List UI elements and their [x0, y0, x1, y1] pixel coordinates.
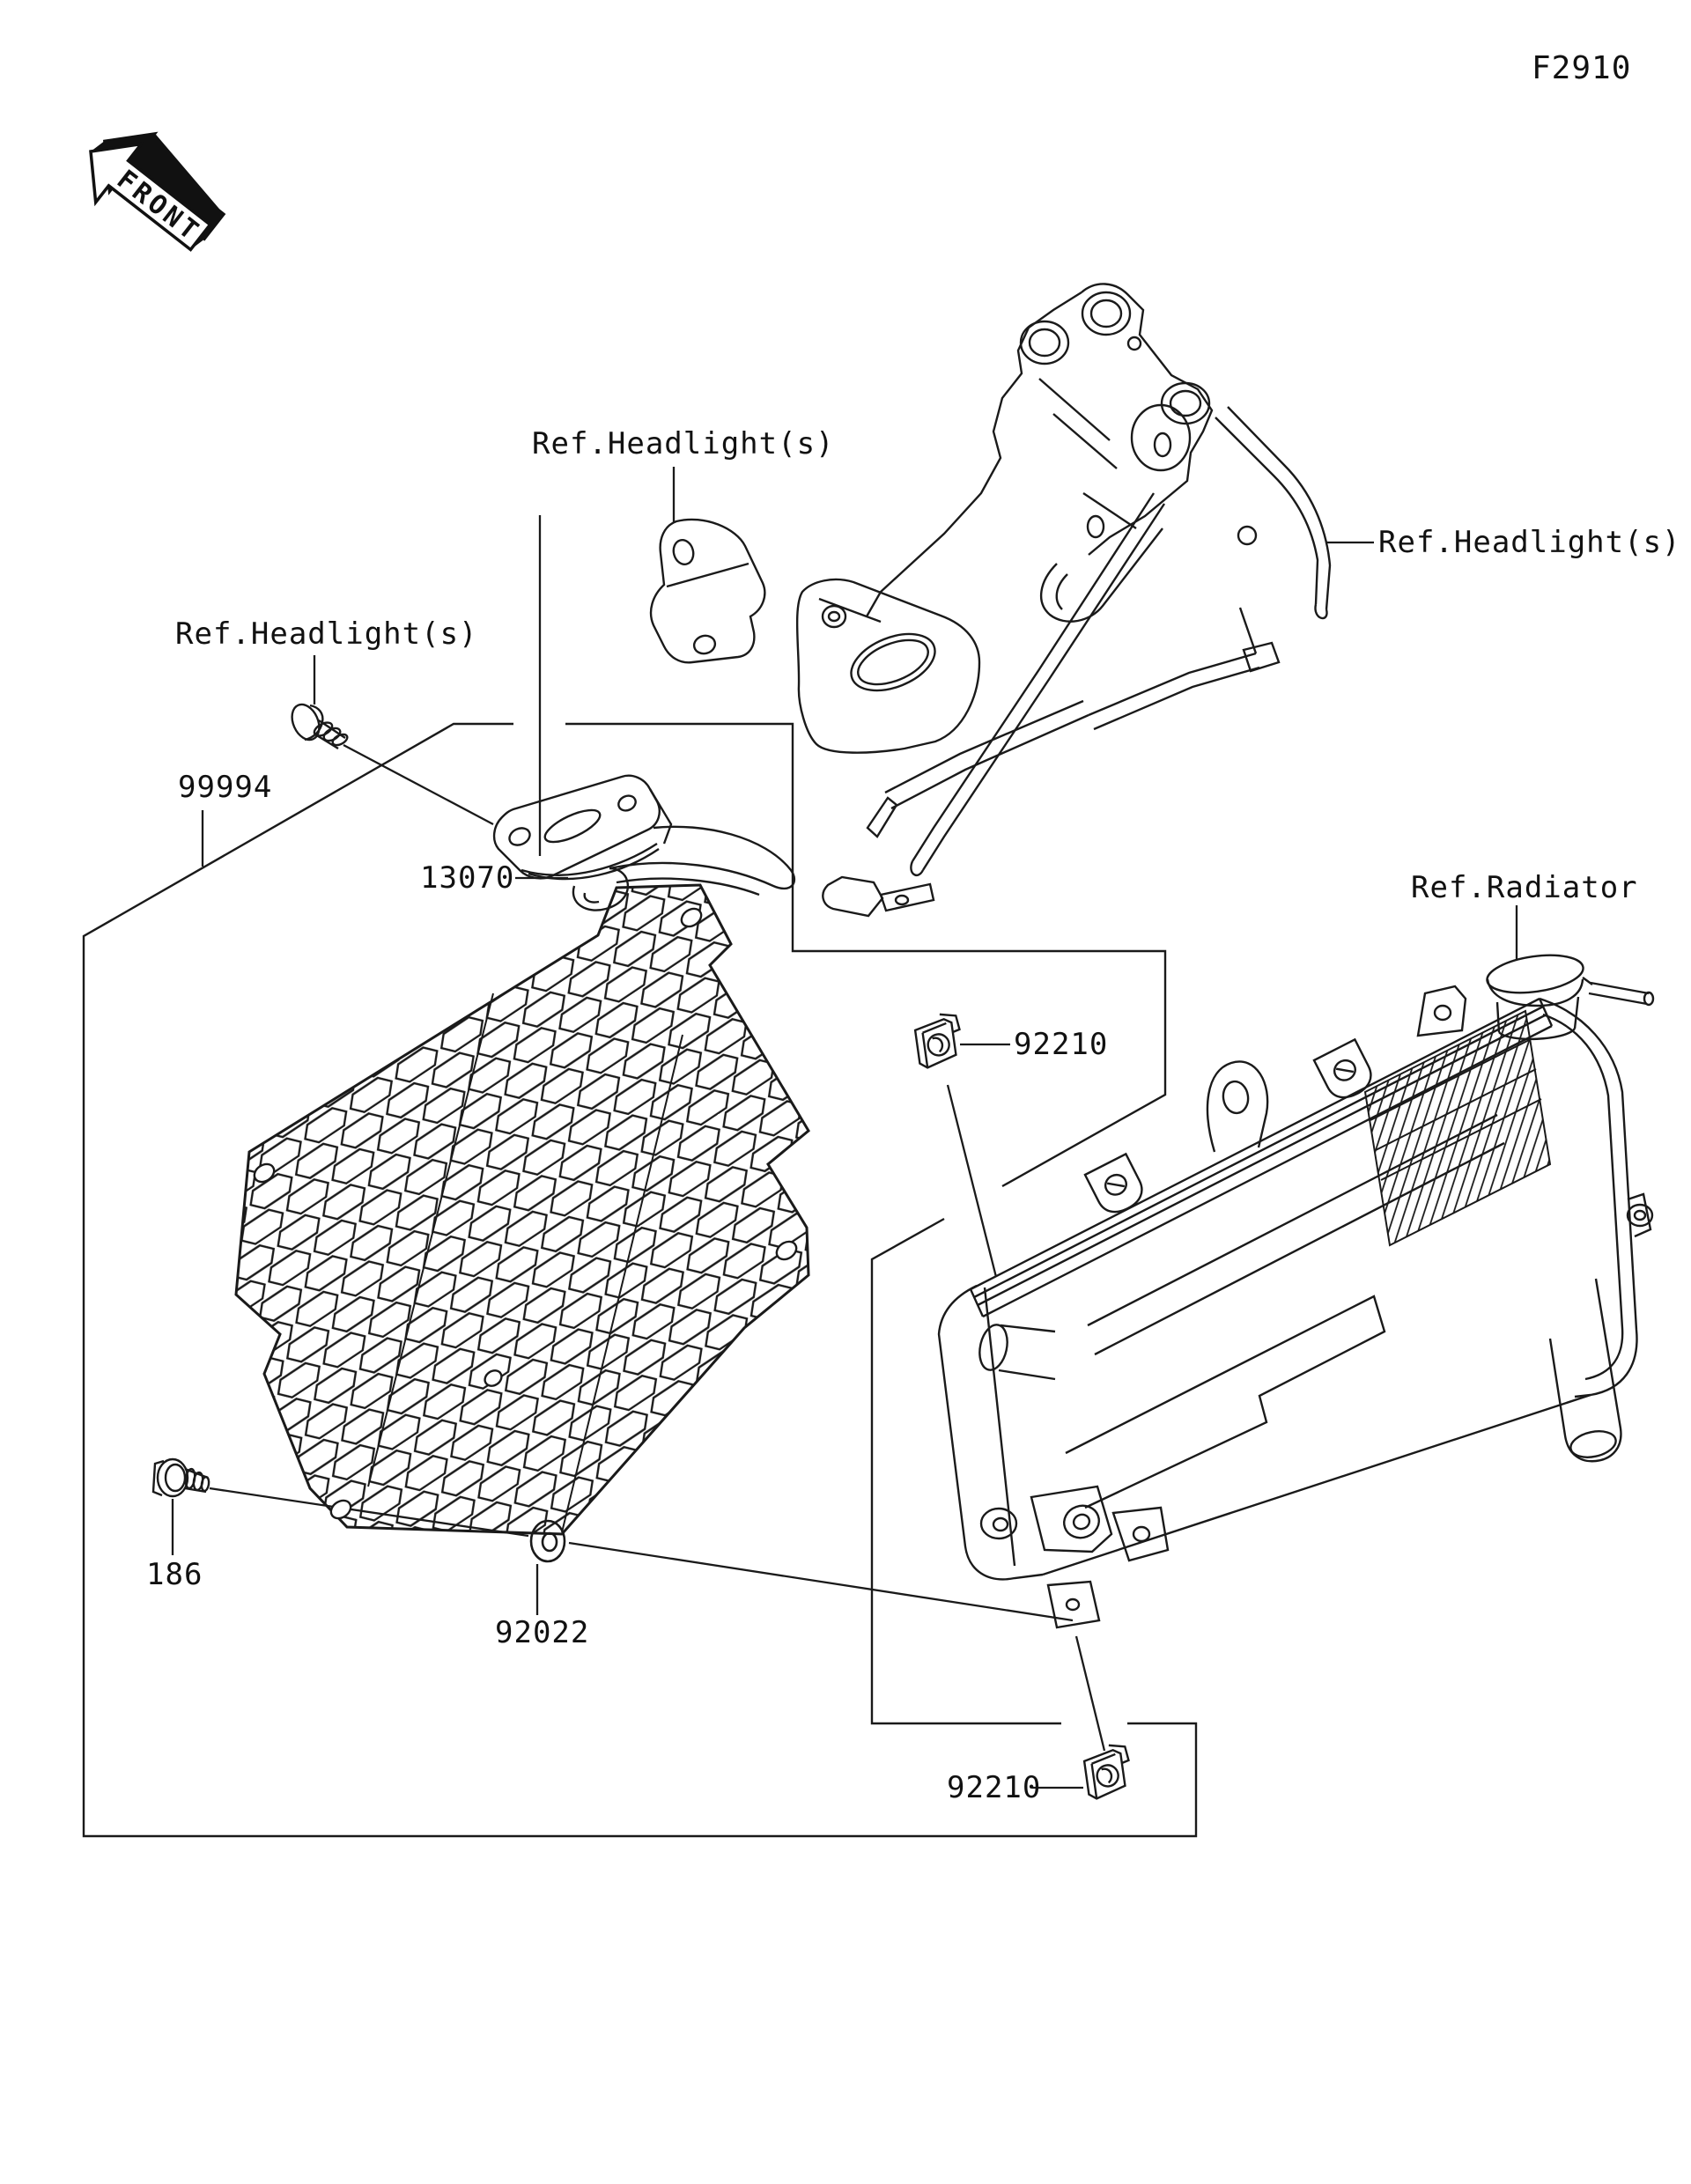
- ref-radiator-label[interactable]: Ref.Radiator: [1411, 870, 1638, 905]
- headlight-stay-drawing: [649, 283, 1332, 918]
- ref-headlight-top-label[interactable]: Ref.Headlight(s): [532, 426, 835, 461]
- part-number-92210-bottom[interactable]: 92210: [947, 1770, 1042, 1805]
- front-arrow: FRONT: [89, 131, 226, 252]
- figure-code: F2910: [1532, 50, 1632, 86]
- part-number-186[interactable]: 186: [146, 1557, 203, 1592]
- leader-clip-to-radiator: [946, 1084, 998, 1278]
- ref-headlight-right-label[interactable]: Ref.Headlight(s): [1378, 525, 1681, 560]
- guard-mesh: [236, 885, 809, 1534]
- part-number-92210-top[interactable]: 92210: [1014, 1027, 1109, 1062]
- screw-99994-drawing: [291, 703, 349, 750]
- ref-headlight-left-label[interactable]: Ref.Headlight(s): [175, 616, 478, 652]
- part-number-99994[interactable]: 99994: [178, 770, 273, 805]
- screw-186-drawing: [151, 1457, 210, 1498]
- clip-92210-bottom-drawing: [1082, 1744, 1130, 1800]
- part-number-13070[interactable]: 13070: [420, 860, 515, 896]
- stay-small-bracket: [649, 518, 766, 664]
- radiator-cap: [1486, 954, 1584, 994]
- part-number-92022[interactable]: 92022: [495, 1615, 590, 1650]
- clip-92210-top-drawing: [913, 1013, 961, 1069]
- guard-crease-lines: [367, 992, 683, 1533]
- leader-washer-to-radiator: [568, 1541, 1074, 1622]
- leader-screw-to-bracket: [343, 743, 494, 826]
- stay-left-wing: [795, 578, 981, 754]
- radiator-guard-drawing: [234, 883, 810, 1536]
- guard-outline: [234, 883, 810, 1536]
- leader-radiator-to-clip: [1074, 1635, 1106, 1752]
- kit-boundary-outline: [82, 722, 1198, 1838]
- washer-92022-drawing: [529, 1519, 566, 1563]
- front-arrow-face: [89, 142, 213, 252]
- bracket-13070-drawing: [492, 774, 796, 911]
